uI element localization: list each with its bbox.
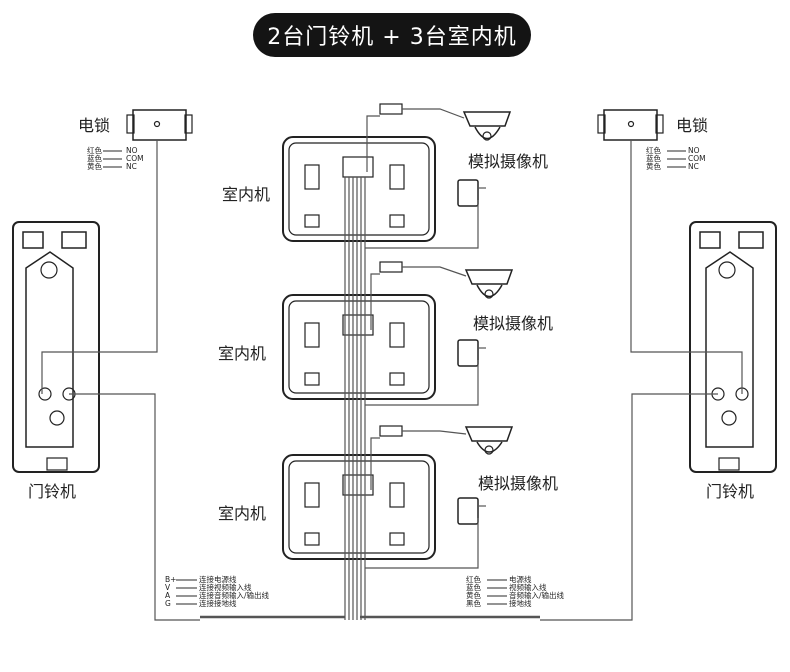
indoor-monitor-1	[282, 136, 436, 242]
analog-camera-1	[462, 111, 512, 141]
power-adapter-2	[457, 339, 486, 367]
legend-key: 黄色	[466, 591, 481, 600]
indoor-label-3: 室内机	[218, 504, 267, 523]
lock-wire-signal: NO	[688, 146, 700, 155]
indoor-monitor-3	[282, 454, 436, 560]
lock-wire-color: 红色	[87, 146, 102, 155]
analog-camera-2	[464, 269, 514, 299]
legend-key: B+	[165, 575, 177, 584]
legend-desc: 接地线	[509, 599, 532, 608]
lock-wire-signal: COM	[688, 154, 706, 163]
analog-camera-3	[464, 426, 514, 455]
lock-wire-signal: COM	[126, 154, 144, 163]
legend-desc: 连接视频输入线	[199, 583, 252, 592]
lock-wire-color: 黄色	[646, 162, 661, 171]
legend-desc: 连接接地线	[199, 599, 237, 608]
lock-label-right: 电锁	[676, 116, 709, 135]
electric-lock-left	[126, 109, 193, 141]
doorbell-label-left: 门铃机	[28, 482, 77, 501]
electric-lock-right	[597, 109, 664, 141]
lock-wire-signal: NC	[126, 162, 137, 171]
legend-key: 红色	[466, 575, 481, 584]
legend-desc: 音频输入/输出线	[509, 591, 565, 600]
legend-desc: 电源线	[509, 575, 532, 584]
lock-wire-signal: NC	[688, 162, 699, 171]
legend-desc: 连接电源线	[199, 575, 237, 584]
lock-wire-color: 黄色	[87, 162, 102, 171]
camera-label-2: 模拟摄像机	[473, 314, 554, 333]
doorbell-left	[12, 221, 100, 473]
legend-key: V	[165, 583, 171, 592]
lock-wire-color: 蓝色	[87, 154, 102, 163]
indoor-label-1: 室内机	[222, 185, 271, 204]
lock-wire-color: 红色	[646, 146, 661, 155]
lock-label-left: 电锁	[78, 116, 111, 135]
legend-desc: 视频输入线	[509, 583, 547, 592]
diagram-title: 2台门铃机 + 3台室内机	[253, 13, 531, 57]
doorbell-label-right: 门铃机	[706, 482, 755, 501]
lock-wire-signal: NO	[126, 146, 138, 155]
legend-desc: 连接音频输入/输出线	[199, 591, 270, 600]
legend-key: A	[165, 591, 171, 600]
power-adapter-3	[457, 497, 486, 525]
legend-key: 蓝色	[466, 583, 481, 592]
legend-key: G	[165, 599, 171, 608]
indoor-monitor-2	[282, 294, 436, 400]
lock-wire-color: 蓝色	[646, 154, 661, 163]
legend-key: 黑色	[466, 599, 481, 608]
camera-label-3: 模拟摄像机	[478, 474, 559, 493]
indoor-label-2: 室内机	[218, 344, 267, 363]
power-adapter-1	[457, 179, 486, 207]
doorbell-right	[689, 221, 777, 473]
trunk-cables	[344, 177, 366, 620]
camera-label-1: 模拟摄像机	[468, 152, 549, 171]
